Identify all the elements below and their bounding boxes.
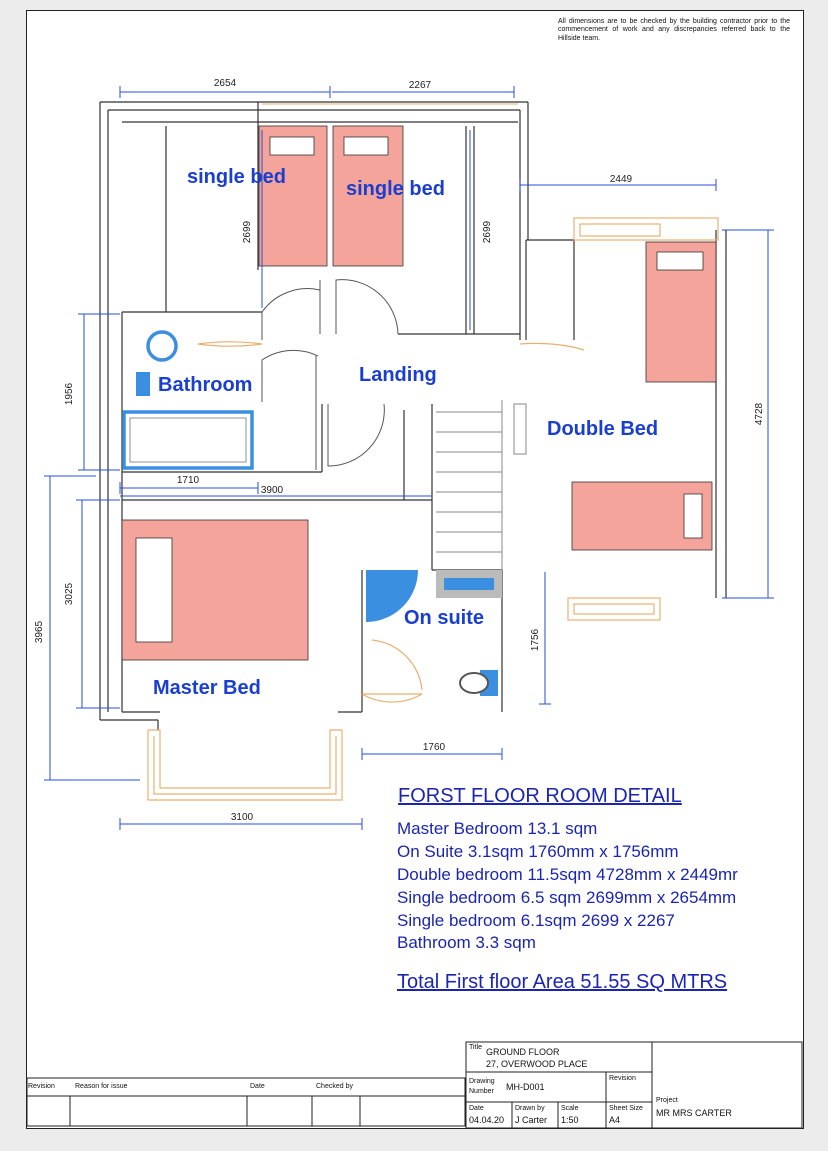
drawn-by-label: Drawn by: [515, 1105, 545, 1112]
scale-value: 1:50: [561, 1115, 579, 1125]
title-block: [465, 1041, 803, 1129]
date-value: 04.04.20: [469, 1115, 505, 1125]
date-header: Date: [250, 1083, 265, 1090]
dim-double-width: 2449: [610, 174, 633, 185]
total-area: Total First floor Area 51.55 SQ MTRS: [397, 971, 728, 993]
detail-line: Single bedroom 6.1sqm 2699 x 2267: [397, 911, 675, 930]
room-bathroom: Bathroom: [158, 374, 252, 396]
dim-master-height-b: 3965: [34, 620, 45, 643]
revision-table: [26, 1077, 466, 1127]
detail-line: Master Bedroom 13.1 sqm: [397, 819, 598, 838]
dim-ensuite-height: 1756: [530, 628, 541, 651]
reason-header: Reason for issue: [75, 1083, 128, 1090]
room-double-bed: Double Bed: [547, 418, 658, 440]
beds: [121, 125, 717, 661]
room-landing: Landing: [359, 364, 437, 386]
detail-line: On Suite 3.1sqm 1760mm x 1756mm: [397, 842, 679, 861]
date-label: Date: [469, 1105, 484, 1112]
scale-label: Scale: [561, 1105, 579, 1112]
detail-title: FORST FLOOR ROOM DETAIL: [398, 785, 682, 807]
project-label: Project: [656, 1097, 678, 1104]
arch-doors: [197, 341, 585, 703]
dim-ensuite-width: 1760: [423, 742, 446, 753]
sheet-size-value: A4: [609, 1115, 621, 1125]
doors: [261, 279, 399, 470]
stairs: [436, 400, 527, 570]
bathroom-fittings: [122, 330, 502, 696]
revision-header: Revision: [28, 1083, 55, 1090]
drawing-label-2: Number: [469, 1088, 494, 1095]
dim-double-height: 4728: [754, 402, 765, 425]
room-single-bed-1: single bed: [187, 166, 286, 188]
drawing-label-1: Drawing: [469, 1078, 495, 1085]
title-label: Title: [469, 1044, 482, 1051]
drawn-by-value: J Carter: [515, 1115, 548, 1125]
dim-master-height-a: 3025: [64, 582, 75, 605]
drawing-number: MH-D001: [506, 1082, 545, 1092]
title-line-2: 27, OVERWOOD PLACE: [486, 1059, 588, 1069]
detail-line: Bathroom 3.3 sqm: [397, 933, 536, 952]
detail-line: Double bedroom 11.5sqm 4728mm x 2449mr: [397, 865, 738, 884]
checked-header: Checked by: [316, 1083, 353, 1090]
walls: [99, 101, 727, 730]
dim-bath-width: 1710: [177, 475, 200, 486]
contractor-note: All dimensions are to be checked by the …: [558, 18, 790, 42]
dim-top-right: 2267: [409, 80, 432, 91]
detail-line: Single bedroom 6.5 sqm 2699mm x 2654mm: [397, 888, 737, 907]
windows: [147, 103, 719, 801]
room-single-bed-2: single bed: [346, 178, 445, 200]
dim-single-left-height: 2699: [242, 220, 253, 243]
sheet-size-label: Sheet Size: [609, 1105, 643, 1112]
dim-bath-height: 1956: [64, 382, 75, 405]
title-line-1: GROUND FLOOR: [486, 1047, 560, 1057]
revision-label: Revision: [609, 1075, 636, 1082]
room-ensuite: On suite: [404, 607, 484, 629]
room-master-bed: Master Bed: [153, 677, 261, 699]
dim-mid-width: 3900: [261, 485, 284, 496]
dimension-lines: [44, 86, 774, 830]
project-value: MR MRS CARTER: [656, 1108, 732, 1118]
dim-single-right-height: 2699: [482, 220, 493, 243]
dim-top-left: 2654: [214, 78, 237, 89]
dim-bottom-width: 3100: [231, 812, 254, 823]
